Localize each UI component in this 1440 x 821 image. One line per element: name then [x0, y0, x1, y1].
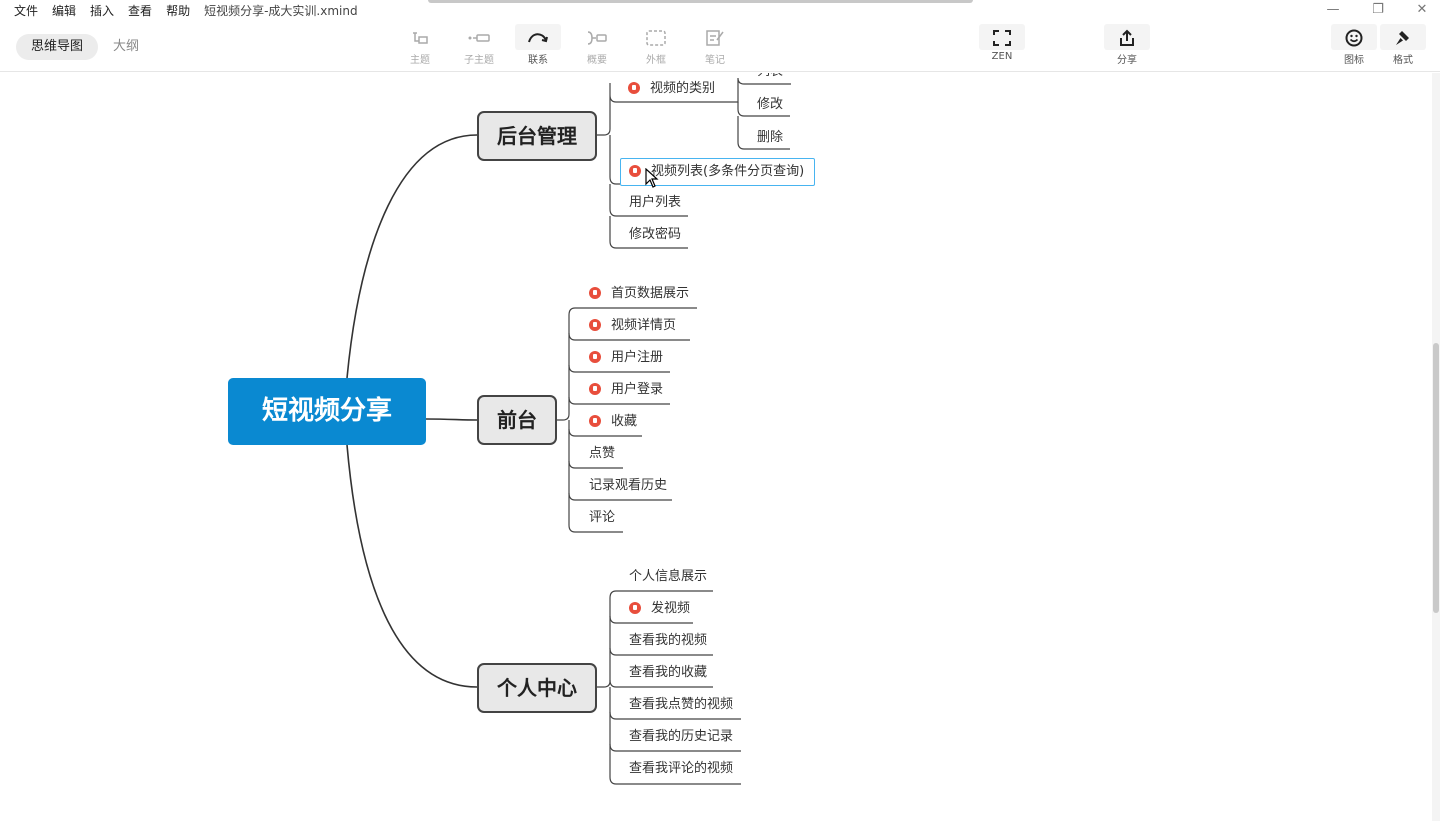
menu-edit[interactable]: 编辑 — [52, 3, 77, 18]
summary-icon — [574, 24, 620, 50]
mouse-cursor-icon — [645, 168, 659, 188]
menu-help[interactable]: 帮助 — [166, 3, 191, 18]
subtopic-list[interactable]: 列表 — [757, 73, 783, 83]
subtopic-label: 视频详情页 — [611, 318, 677, 333]
document-title: 短视频分享-成大实训.xmind — [204, 3, 358, 18]
subtopic-my-commented-videos[interactable]: 查看我评论的视频 — [629, 761, 734, 776]
central-topic[interactable]: 短视频分享 — [228, 378, 426, 445]
boundary-icon — [633, 24, 679, 50]
relationship-label: 联系 — [528, 55, 548, 66]
menu-insert[interactable]: 插入 — [90, 3, 115, 18]
subtopic-post-video[interactable]: 发视频 — [629, 598, 690, 620]
subtopic-label: 视频列表(多条件分页查询) — [651, 164, 805, 179]
minimize-button[interactable]: — — [1326, 2, 1340, 17]
subtopic-my-favorites[interactable]: 查看我的收藏 — [629, 665, 708, 680]
subtopic-user-login[interactable]: 用户登录 — [589, 379, 663, 401]
subtopic-profile[interactable]: 个人信息展示 — [629, 569, 708, 584]
subtopic-my-liked-videos[interactable]: 查看我点赞的视频 — [629, 697, 734, 712]
subtopic-user-register[interactable]: 用户注册 — [589, 347, 663, 369]
subtopic-label: 发视频 — [651, 601, 691, 616]
main-topic-backend[interactable]: 后台管理 — [477, 111, 597, 161]
red-flag-icon — [589, 382, 601, 395]
menu-view[interactable]: 查看 — [128, 3, 153, 18]
boundary-label: 外框 — [646, 55, 666, 66]
format-button[interactable]: 格式 — [1380, 24, 1426, 70]
subtopic-label: 首页数据展示 — [611, 286, 690, 301]
red-flag-icon — [629, 164, 641, 177]
subtopic-like[interactable]: 点赞 — [589, 446, 616, 461]
relationship-icon — [515, 24, 561, 50]
subtopic-change-password[interactable]: 修改密码 — [629, 227, 682, 242]
brush-icon — [1380, 24, 1426, 50]
topic-button[interactable]: 主题 — [397, 24, 443, 70]
red-flag-icon — [589, 286, 601, 299]
connector-lines — [346, 77, 791, 785]
note-icon — [692, 24, 738, 50]
view-switch: 思维导图 大纲 — [16, 34, 154, 60]
mindmap-canvas[interactable]: 短视频分享 后台管理 前台 个人中心 视频的类别 列表 修改 删除 视频列表(多… — [0, 73, 1432, 821]
red-flag-icon — [629, 601, 641, 614]
topic-label: 主题 — [410, 55, 430, 66]
subtopic-watch-history[interactable]: 记录观看历史 — [589, 478, 668, 493]
subtopic-video-list-selected[interactable]: 视频列表(多条件分页查询) — [620, 158, 816, 186]
subtopic-button[interactable]: 子主题 — [456, 24, 502, 70]
relationship-button[interactable]: 联系 — [515, 24, 561, 70]
subtopic-modify[interactable]: 修改 — [757, 97, 784, 112]
red-flag-icon — [589, 318, 601, 331]
subtopic-icon — [456, 24, 502, 50]
icons-button[interactable]: 图标 — [1331, 24, 1377, 70]
subtopic-video-detail[interactable]: 视频详情页 — [589, 315, 676, 337]
topic-icon — [397, 24, 443, 50]
subtopic-label: 用户注册 — [611, 350, 664, 365]
subtopic-my-videos[interactable]: 查看我的视频 — [629, 633, 708, 648]
share-icon — [1104, 24, 1150, 50]
subtopic-label: 子主题 — [464, 55, 494, 66]
subtopic-home-data[interactable]: 首页数据展示 — [589, 283, 689, 305]
note-label: 笔记 — [705, 55, 725, 66]
subtopic-delete[interactable]: 删除 — [757, 130, 784, 145]
connector-frontend — [425, 418, 478, 421]
connector-backend — [346, 134, 478, 379]
menu-file[interactable]: 文件 — [14, 3, 39, 18]
share-label: 分享 — [1117, 55, 1137, 66]
subtopic-my-history[interactable]: 查看我的历史记录 — [629, 729, 734, 744]
tab-outline[interactable]: 大纲 — [113, 39, 140, 54]
connector-personal — [346, 444, 478, 688]
summary-button[interactable]: 概要 — [574, 24, 620, 70]
restore-button[interactable]: ❐ — [1372, 2, 1384, 17]
subtopic-label: 视频的类别 — [650, 81, 716, 96]
vertical-scrollbar[interactable] — [1432, 73, 1440, 821]
main-topic-frontend[interactable]: 前台 — [477, 395, 557, 445]
red-flag-icon — [589, 414, 601, 427]
subtopic-video-category[interactable]: 视频的类别 — [628, 78, 715, 100]
smiley-icon — [1331, 24, 1377, 50]
close-button[interactable]: ✕ — [1416, 2, 1428, 17]
toolbar: 思维导图 大纲 主题 子主题 联系 概要 — [0, 20, 1440, 72]
red-flag-icon — [628, 81, 640, 94]
zen-label: ZEN — [991, 51, 1013, 62]
note-button[interactable]: 笔记 — [692, 24, 738, 70]
format-label: 格式 — [1393, 55, 1413, 66]
subtopic-label: 收藏 — [611, 414, 638, 429]
share-button[interactable]: 分享 — [1104, 24, 1150, 70]
tab-mindmap[interactable]: 思维导图 — [16, 34, 99, 60]
zen-button[interactable]: ZEN — [979, 24, 1025, 70]
subtopic-label: 用户登录 — [611, 382, 664, 397]
drag-handle[interactable] — [428, 0, 973, 3]
scrollbar-thumb[interactable] — [1433, 343, 1439, 613]
menu-bar: 文件 编辑 插入 查看 帮助 短视频分享-成大实训.xmind — [0, 0, 1440, 20]
main-topic-personal[interactable]: 个人中心 — [477, 663, 597, 713]
red-flag-icon — [589, 350, 601, 363]
fullscreen-icon — [979, 24, 1025, 50]
subtopic-favorite[interactable]: 收藏 — [589, 411, 637, 433]
subtopic-comment[interactable]: 评论 — [589, 510, 616, 525]
subtopic-user-list[interactable]: 用户列表 — [629, 195, 682, 210]
summary-label: 概要 — [587, 55, 607, 66]
boundary-button[interactable]: 外框 — [633, 24, 679, 70]
icons-label: 图标 — [1344, 55, 1364, 66]
